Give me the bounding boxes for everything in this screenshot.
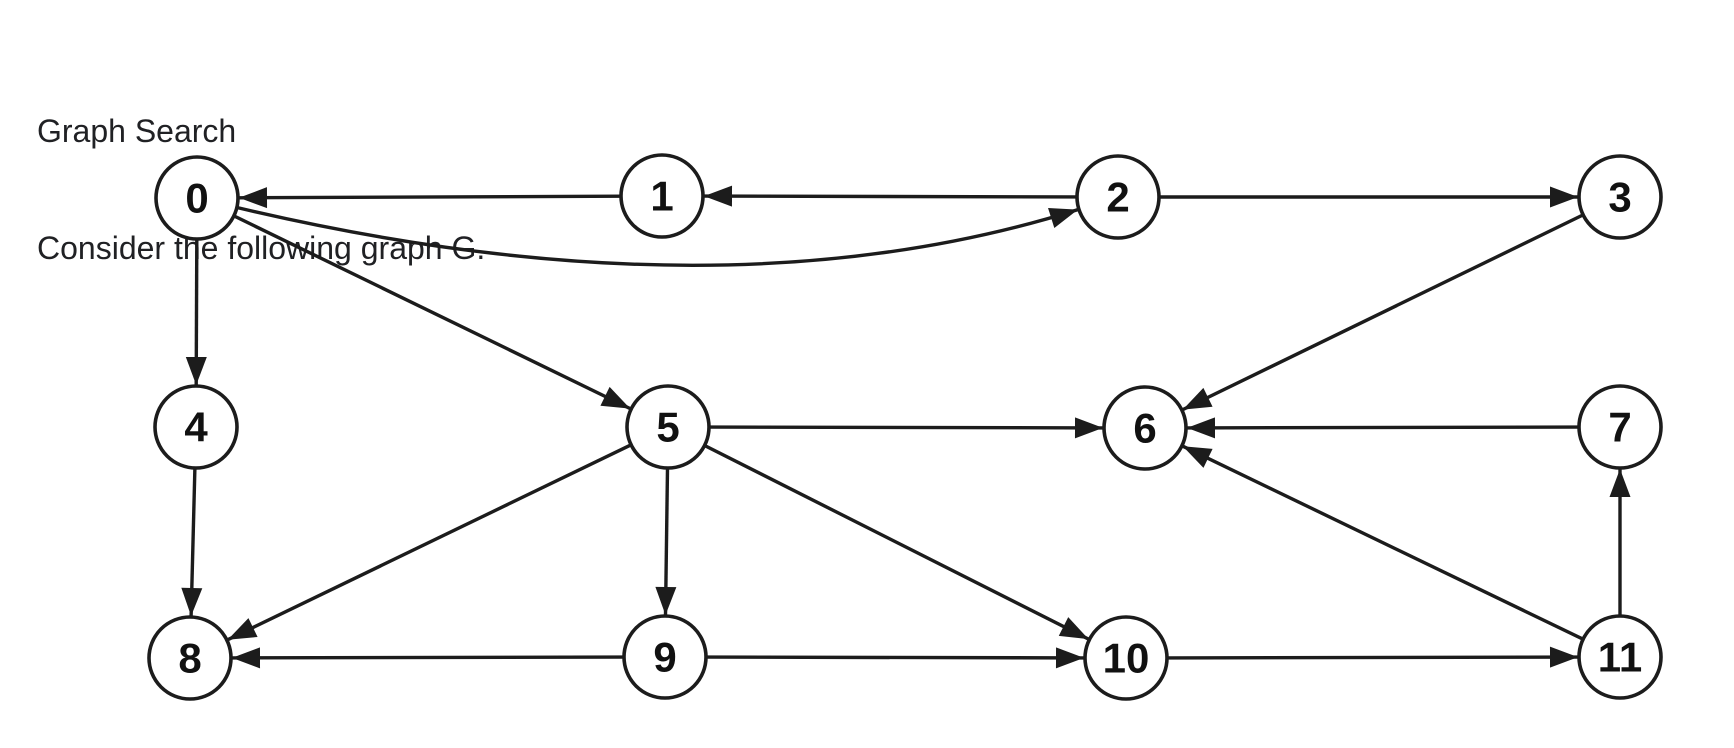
node-9: 9 [622,614,708,700]
node-8-label: 8 [178,635,201,682]
edge-0-5 [233,214,631,411]
node-3-circle [1577,154,1663,240]
node-1-label: 1 [650,173,673,220]
edge-4-8 [181,467,203,617]
node-9-circle [622,614,708,700]
node-7-label: 7 [1608,404,1631,451]
edge-5-10 [703,443,1090,641]
node-9-label: 9 [653,634,676,681]
edge-2-1 [703,185,1078,207]
edge-11-6 [1182,444,1584,641]
node-10-label: 10 [1103,635,1150,682]
edge-1-0 [238,187,622,209]
edge-9-10 [705,647,1085,669]
node-11-circle [1577,614,1663,700]
node-5-circle [625,384,711,470]
node-3-label: 3 [1608,174,1631,221]
node-0-circle [154,155,240,241]
node-2-label: 2 [1106,174,1129,221]
node-6-label: 6 [1133,405,1156,452]
node-7-circle [1577,384,1663,470]
node-10: 10 [1083,615,1169,701]
edge-9-8 [231,647,625,669]
edge-5-9 [655,467,677,616]
node-8-circle [147,615,233,701]
edge-5-6 [708,417,1104,439]
node-5: 5 [625,384,711,470]
node-1: 1 [619,153,705,239]
node-6: 6 [1102,385,1188,471]
node-4-label: 4 [184,404,208,451]
node-6-circle [1102,385,1188,471]
node-0: 0 [154,155,240,241]
node-11: 11 [1577,614,1663,700]
edge-5-8 [227,443,632,642]
page-title: Graph Search [37,113,237,149]
node-10-circle [1083,615,1169,701]
node-1-circle [619,153,705,239]
node-7: 7 [1577,384,1663,470]
node-11-label: 11 [1598,634,1642,681]
node-8: 8 [147,615,233,701]
edge-3-6 [1182,213,1584,412]
node-2-circle [1075,154,1161,240]
node-4: 4 [153,384,239,470]
node-0-label: 0 [185,175,208,222]
node-4-circle [153,384,239,470]
node-2: 2 [1075,154,1161,240]
edge-0-2 [236,205,1079,267]
edge-7-6 [1186,417,1580,439]
edge-10-11 [1166,646,1579,668]
node-3: 3 [1577,154,1663,240]
edge-0-4 [185,238,207,386]
node-5-label: 5 [656,404,679,451]
